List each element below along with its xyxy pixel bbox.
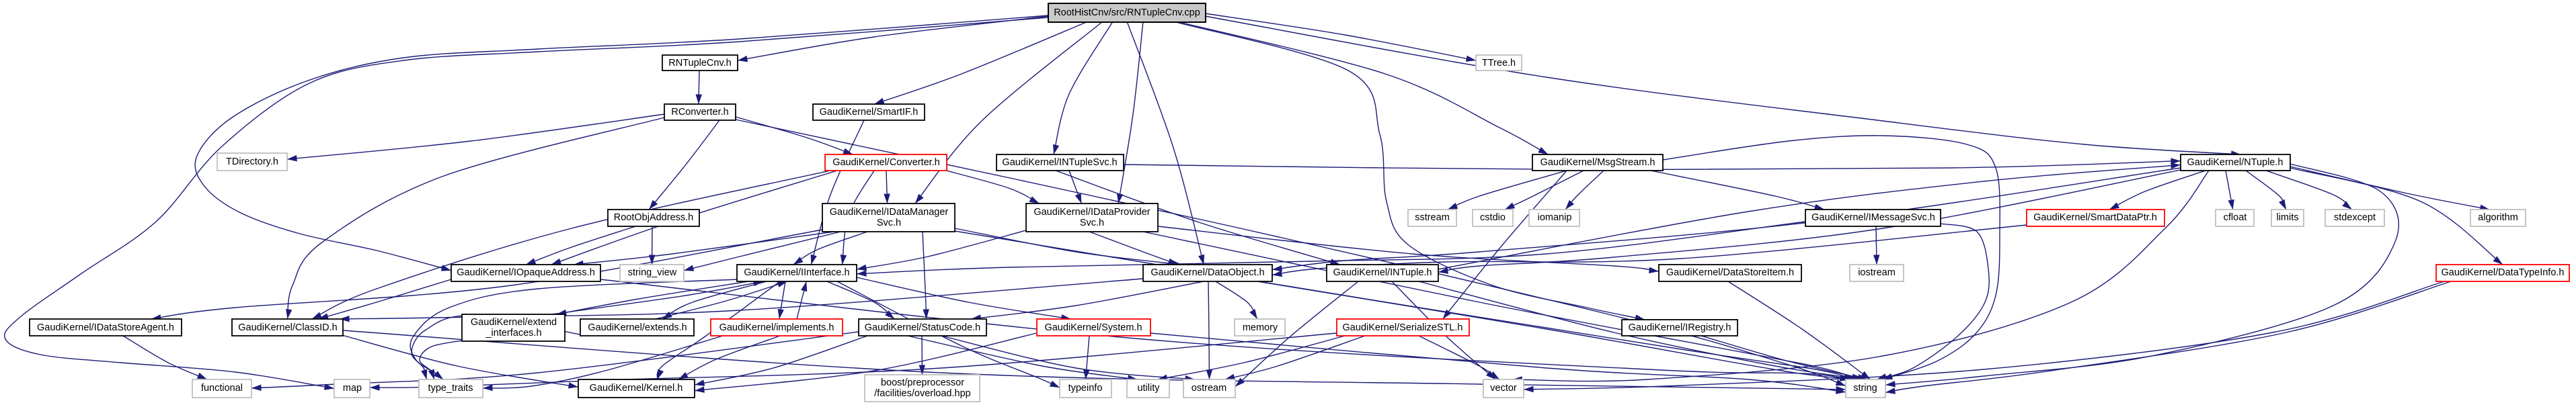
svg-text:RConverter.h: RConverter.h [671, 107, 728, 118]
svg-text:map: map [343, 383, 362, 394]
svg-text:functional: functional [201, 383, 243, 394]
svg-text:GaudiKernel/IDataProvider: GaudiKernel/IDataProvider [1033, 207, 1150, 218]
svg-text:sstream: sstream [1415, 212, 1450, 223]
svg-text:GaudiKernel/SmartDataPtr.h: GaudiKernel/SmartDataPtr.h [2033, 212, 2157, 223]
svg-text:GaudiKernel/extend: GaudiKernel/extend [471, 317, 557, 328]
svg-text:RootObjAddress.h: RootObjAddress.h [614, 212, 693, 223]
svg-text:GaudiKernel/INTupleSvc.h: GaudiKernel/INTupleSvc.h [1002, 157, 1117, 168]
svg-text:GaudiKernel/MsgStream.h: GaudiKernel/MsgStream.h [1540, 157, 1655, 168]
svg-text:stdexcept: stdexcept [2334, 212, 2376, 223]
svg-text:GaudiKernel/implements.h: GaudiKernel/implements.h [719, 322, 834, 333]
svg-text:GaudiKernel/extends.h: GaudiKernel/extends.h [588, 322, 687, 333]
svg-text:GaudiKernel/IDataManager: GaudiKernel/IDataManager [830, 207, 949, 218]
svg-text:GaudiKernel/StatusCode.h: GaudiKernel/StatusCode.h [865, 322, 981, 333]
svg-text:GaudiKernel/ClassID.h: GaudiKernel/ClassID.h [238, 322, 338, 333]
svg-text:GaudiKernel/IInterface.h: GaudiKernel/IInterface.h [744, 267, 849, 278]
svg-text:limits: limits [2276, 212, 2298, 223]
svg-text:TDirectory.h: TDirectory.h [226, 156, 278, 167]
svg-text:vector: vector [1490, 383, 1517, 394]
svg-text:TTree.h: TTree.h [1482, 58, 1516, 69]
svg-text:RNTupleCnv.h: RNTupleCnv.h [668, 58, 731, 69]
svg-text:ostream: ostream [1192, 383, 1226, 394]
svg-text:GaudiKernel/IRegistry.h: GaudiKernel/IRegistry.h [1629, 322, 1731, 333]
svg-text:GaudiKernel/Converter.h: GaudiKernel/Converter.h [832, 157, 940, 168]
svg-text:iostream: iostream [1858, 267, 1896, 278]
svg-text:cfloat: cfloat [2224, 212, 2247, 223]
svg-text:cstdio: cstdio [1480, 212, 1506, 223]
svg-text:RootHistCnv/src/RNTupleCnv.cpp: RootHistCnv/src/RNTupleCnv.cpp [1054, 7, 1200, 18]
svg-text:memory: memory [1243, 322, 1278, 333]
svg-text:_interfaces.h: _interfaces.h [485, 328, 541, 338]
svg-text:typeinfo: typeinfo [1068, 383, 1103, 394]
svg-text:GaudiKernel/INTuple.h: GaudiKernel/INTuple.h [1333, 267, 1432, 278]
svg-text:/facilities/overload.hpp: /facilities/overload.hpp [874, 388, 970, 399]
svg-text:GaudiKernel/Kernel.h: GaudiKernel/Kernel.h [590, 383, 683, 394]
svg-text:utility: utility [1137, 383, 1160, 394]
svg-text:string_view: string_view [628, 267, 677, 278]
svg-text:Svc.h: Svc.h [877, 218, 901, 228]
svg-text:Svc.h: Svc.h [1080, 218, 1104, 228]
svg-text:GaudiKernel/System.h: GaudiKernel/System.h [1044, 322, 1142, 333]
svg-text:GaudiKernel/DataStoreItem.h: GaudiKernel/DataStoreItem.h [1666, 267, 1794, 278]
svg-text:algorithm: algorithm [2478, 212, 2518, 223]
svg-text:GaudiKernel/SerializeSTL.h: GaudiKernel/SerializeSTL.h [1343, 322, 1463, 333]
svg-text:iomanip: iomanip [1538, 212, 1572, 223]
svg-text:GaudiKernel/IDataStoreAgent.h: GaudiKernel/IDataStoreAgent.h [37, 322, 174, 333]
svg-text:GaudiKernel/DataObject.h: GaudiKernel/DataObject.h [1150, 267, 1264, 278]
svg-text:GaudiKernel/DataTypeInfo.h: GaudiKernel/DataTypeInfo.h [2442, 267, 2565, 278]
svg-text:GaudiKernel/SmartIF.h: GaudiKernel/SmartIF.h [820, 107, 919, 118]
svg-text:boost/preprocessor: boost/preprocessor [881, 377, 964, 388]
svg-text:string: string [1853, 383, 1877, 394]
svg-text:GaudiKernel/NTuple.h: GaudiKernel/NTuple.h [2187, 157, 2284, 168]
svg-text:GaudiKernel/IOpaqueAddress.h: GaudiKernel/IOpaqueAddress.h [457, 267, 595, 278]
svg-text:type_traits: type_traits [428, 383, 473, 394]
svg-text:GaudiKernel/IMessageSvc.h: GaudiKernel/IMessageSvc.h [1811, 212, 1935, 223]
